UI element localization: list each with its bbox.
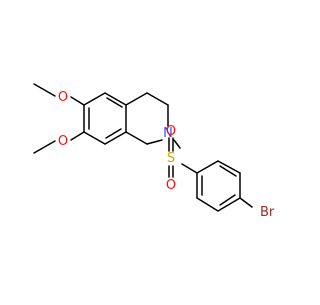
bond [33, 140, 56, 154]
bond [70, 96, 85, 106]
bond [217, 160, 241, 174]
bond [196, 197, 219, 212]
atom-label-oxygen: O [58, 90, 68, 105]
bond [173, 139, 181, 149]
bond [146, 92, 169, 106]
bond [217, 197, 241, 212]
bond [125, 131, 148, 145]
atom-label-sulfur: S [167, 151, 175, 166]
bond [219, 165, 237, 177]
bond [146, 139, 163, 145]
bond [106, 97, 123, 108]
bond [33, 83, 56, 97]
molecule-diagram: O O N S O O Br [33, 83, 275, 220]
bond [196, 160, 219, 174]
bond [125, 92, 148, 106]
atom-label-bromine: Br [260, 205, 275, 220]
structure-svg: O O N S O O Br [33, 83, 275, 220]
bond [239, 197, 253, 208]
bond [83, 92, 106, 106]
atom-label-nitrogen: N [163, 126, 173, 141]
bond [104, 131, 127, 145]
bond [83, 131, 106, 145]
bond [105, 128, 122, 139]
atom-label-oxygen: O [166, 124, 176, 139]
bond [219, 194, 236, 206]
bond [70, 131, 85, 141]
bond-group [33, 83, 253, 212]
bond [181, 163, 198, 174]
atom-label-group: O O N S O O Br [58, 90, 275, 220]
atom-label-oxygen: O [166, 178, 176, 193]
bond [104, 92, 127, 106]
atom-label-oxygen: O [58, 134, 68, 149]
